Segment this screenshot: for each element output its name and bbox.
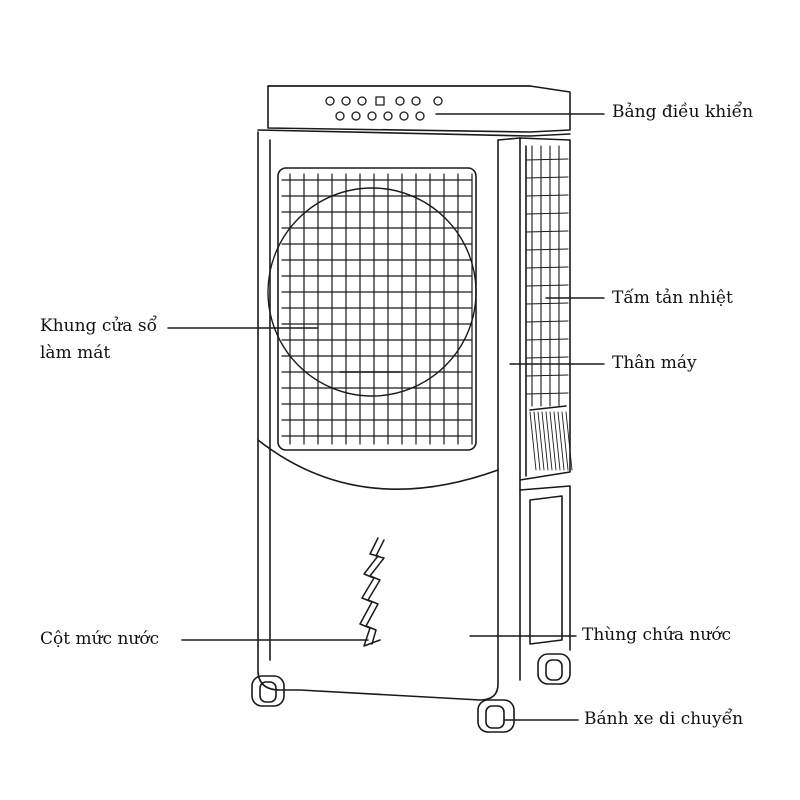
water-level-indicator	[359, 537, 385, 647]
leader-lines	[167, 113, 605, 721]
wheel-back-right	[537, 653, 571, 685]
label-window-line1: Khung cửa sổ	[40, 316, 157, 336]
main-body	[257, 131, 571, 701]
water-tank	[519, 479, 571, 681]
cooling-window-frame	[267, 167, 477, 451]
label-control-panel: Bảng điều khiển	[612, 102, 754, 122]
label-window-line2: làm mát	[40, 343, 111, 363]
label-body: Thân máy	[612, 353, 697, 373]
wheel-front-right	[477, 699, 515, 733]
side-radiator	[519, 137, 573, 481]
label-water-tank: Thùng chứa nước	[582, 625, 732, 645]
control-buttons	[325, 96, 443, 121]
label-radiator: Tấm tản nhiệt	[612, 288, 733, 308]
wheels	[251, 653, 571, 733]
control-panel	[257, 85, 571, 137]
wheel-front-left	[251, 675, 285, 707]
label-water-column: Cột mức nước	[40, 629, 160, 649]
label-wheels: Bánh xe di chuyển	[584, 709, 744, 729]
